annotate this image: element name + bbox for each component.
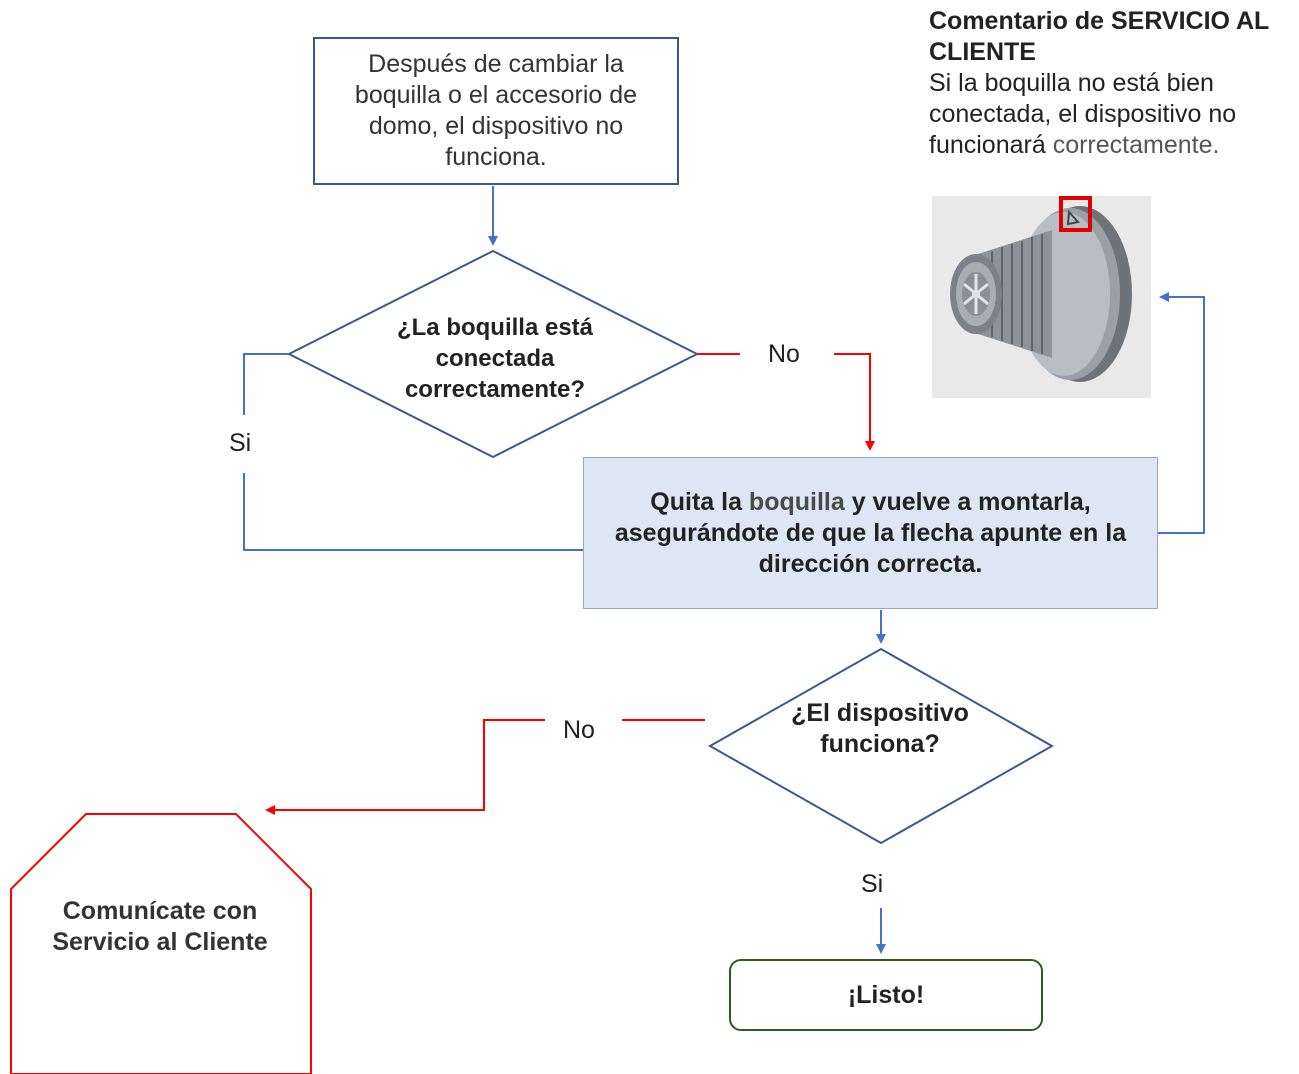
si1-line-a [243,353,289,415]
nozzle-image [932,196,1151,398]
done-text: ¡Listo! [847,980,925,1009]
comment-title: Comentario de SERVICIO AL CLIENTE [929,7,1269,66]
decision1-diamond [286,249,700,459]
action-text: Quita la boquilla y vuelve a montarla, a… [614,487,1127,580]
stop-text: Comunícate con Servicio al Cliente [52,897,268,956]
si1-line-b [243,473,583,551]
decision1-text: ¿La boquilla está conectada correctament… [396,314,594,403]
customer-service-comment: Comentario de SERVICIO AL CLIENTE Si la … [929,6,1297,161]
no1-line-b [834,353,875,451]
done-box: ¡Listo! [729,959,1043,1031]
start-text: Después de cambiar la boquilla o el acce… [354,50,638,171]
decision2-text: ¿El dispositivo funciona? [791,699,969,758]
comment-body-accent: correctamente. [1052,131,1220,159]
action-text-part1: Quita la [650,487,749,516]
stop-octagon [10,813,312,1074]
label-si-2: Si [861,870,884,898]
action-text-part2: y vuelve a montarla, asegurándote de que… [614,487,1127,578]
start-box: Después de cambiar la boquilla o el acce… [313,37,679,185]
label-no-1: No [768,340,800,368]
action-to-photo-arrow [1158,292,1205,534]
comment-body: Si la boquilla no está bien conectada, e… [929,69,1237,159]
arrow-highlight-box [1059,196,1092,232]
action-box: Quita la boquilla y vuelve a montarla, a… [583,457,1158,609]
action-text-highlight: boquilla [748,487,845,516]
label-no-2: No [563,716,595,744]
nozzle-photo [932,196,1151,398]
label-si-1: Si [229,429,252,457]
no2-line-b [265,719,545,815]
decision2-diamond [707,647,1055,845]
